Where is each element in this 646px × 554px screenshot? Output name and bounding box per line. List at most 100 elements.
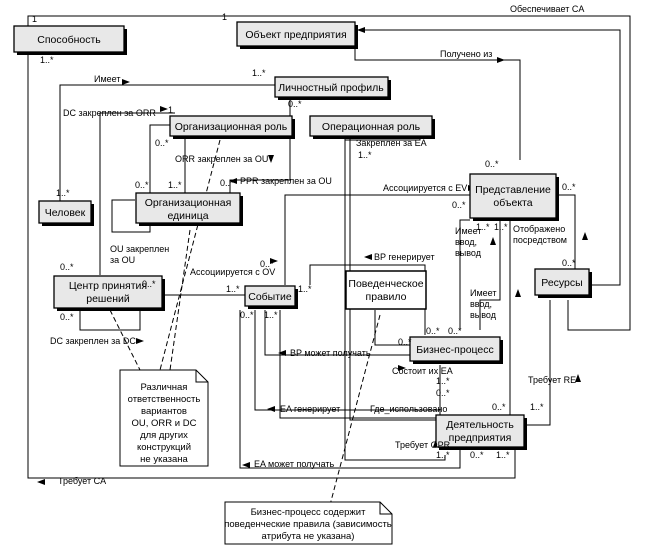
mult-ea-right: 1..* bbox=[530, 402, 544, 412]
label-io-1b: ввод, bbox=[455, 237, 477, 247]
dash-ou bbox=[169, 229, 191, 371]
arrow-ppr bbox=[229, 178, 237, 184]
note-responsibility-line-4: OU, ORR и DC bbox=[132, 418, 197, 429]
line-requires-ca bbox=[27, 50, 516, 479]
line-obtained-from bbox=[354, 45, 521, 160]
note-responsibility-line-5: для других bbox=[140, 430, 188, 441]
object-view-label-2: объекта bbox=[493, 197, 532, 209]
mult-dc-top: 0..* bbox=[60, 262, 74, 272]
arrow-requires-ca bbox=[37, 479, 45, 485]
mult-view-right: 0..* bbox=[562, 182, 576, 192]
mult-orr-top: 1 bbox=[168, 105, 173, 115]
line-ea-receive bbox=[239, 310, 461, 469]
label-provides-ca: Обеспечивает CA bbox=[510, 4, 584, 14]
line-displayed-by bbox=[555, 194, 576, 270]
label-io-1a: Имеет bbox=[455, 226, 482, 236]
behavior-rule-label-2: правило bbox=[366, 291, 407, 303]
mult-dc-right: 0..* bbox=[142, 279, 156, 289]
entity-decision-center[interactable]: Центр принятия решений bbox=[53, 275, 165, 311]
decision-center-label-1: Центр принятия bbox=[69, 280, 147, 292]
label-requires-ca: Требует CA bbox=[58, 476, 106, 486]
line-assigned-ea bbox=[349, 135, 440, 421]
line-io-bp-2 bbox=[479, 220, 501, 330]
business-process-label: Бизнес-процесс bbox=[416, 344, 494, 356]
label-orr-ou: ORR закреплен за OU bbox=[175, 154, 268, 164]
note-responsibility-line-3: вариантов bbox=[141, 406, 187, 417]
label-ou-ou-2: за OU bbox=[110, 255, 135, 265]
entity-event[interactable]: Событие bbox=[244, 285, 298, 309]
arrow-bp-generates bbox=[364, 254, 372, 260]
mult-ea-top: 0..* bbox=[436, 388, 450, 398]
line-provides-ca bbox=[27, 15, 631, 331]
entity-operational-role[interactable]: Операционная роль bbox=[309, 115, 435, 139]
arrow-io-1 bbox=[490, 237, 496, 245]
dash-rule bbox=[329, 314, 381, 506]
arrow-io-2 bbox=[515, 289, 521, 297]
personal-profile-label: Личностный профиль bbox=[278, 82, 384, 94]
behavior-rule-label-1: Поведенческое bbox=[348, 278, 423, 290]
mult-view-bottom-a: 1..* bbox=[476, 222, 490, 232]
mult-event-bottom-b: 1..* bbox=[264, 310, 278, 320]
org-unit-label-1: Организационная bbox=[145, 197, 232, 209]
line-rule-bp bbox=[374, 310, 410, 346]
mult-bp-bottom: 1..* bbox=[436, 376, 450, 386]
line-ea-generates bbox=[254, 310, 440, 411]
entity-organizational-role[interactable]: Организационная роль bbox=[169, 115, 295, 139]
mult-event-top: 0..* bbox=[260, 259, 274, 269]
mult-profile-left: 1..* bbox=[252, 68, 266, 78]
event-label: Событие bbox=[248, 291, 292, 303]
mult-event-right: 1..* bbox=[298, 284, 312, 294]
entity-enterprise-activity[interactable]: Деятельность предприятия bbox=[435, 414, 527, 450]
note-business-process: Бизнес-процесс содержит поведенческие пр… bbox=[224, 501, 393, 545]
label-assoc-ev: Ассоциируется с EV bbox=[383, 183, 467, 193]
mult-event-bottom-a: 0..* bbox=[240, 310, 254, 320]
entity-resources[interactable]: Ресурсы bbox=[534, 268, 592, 298]
mult-dc-bottom: 0..* bbox=[60, 312, 74, 322]
entity-object-view[interactable]: Представление объекта bbox=[469, 173, 559, 221]
org-unit-label-2: единица bbox=[167, 210, 208, 222]
arrow-ea-receive bbox=[242, 462, 250, 468]
entity-behavior-rule[interactable]: Поведенческое правило bbox=[345, 270, 427, 310]
decision-center-label-2: решений bbox=[86, 293, 130, 305]
arrow-bp-receive bbox=[278, 350, 286, 356]
label-ou-ou-1: OU закреплен bbox=[110, 244, 169, 254]
operational-role-label: Операционная роль bbox=[322, 121, 421, 133]
enterprise-activity-label-1: Деятельность bbox=[446, 419, 514, 431]
arrow-orr-ou bbox=[268, 155, 274, 163]
label-displayed-1: Отображено bbox=[513, 224, 565, 234]
arrow-requires-re bbox=[575, 374, 581, 382]
mult-ou-top: 1..* bbox=[168, 180, 182, 190]
label-ea-generates: EA генерирует bbox=[280, 404, 340, 414]
note-anchors bbox=[109, 139, 381, 506]
entity-person[interactable]: Человек bbox=[38, 200, 94, 226]
enterprise-activity-label-2: предприятия bbox=[449, 432, 512, 444]
note-responsibility-line-1: Различная bbox=[141, 382, 188, 393]
entity-enterprise-object[interactable]: Объект предприятия bbox=[236, 21, 358, 49]
arrow-obtained bbox=[497, 57, 505, 63]
mult-person: 1..* bbox=[56, 188, 70, 198]
mult-event-left: 1..* bbox=[226, 284, 240, 294]
entity-business-process[interactable]: Бизнес-процесс bbox=[409, 336, 503, 364]
label-ppr-ou: PPR закреплен за OU bbox=[240, 176, 332, 186]
arrow-consists bbox=[398, 365, 406, 371]
label-where-used: Где_использовано bbox=[370, 404, 447, 414]
entity-personal-profile[interactable]: Личностный профиль bbox=[274, 76, 391, 100]
organizational-role-label: Организационная роль bbox=[175, 121, 288, 133]
capability-label: Способность bbox=[37, 34, 101, 46]
note-bp-line-2: поведенческие правила (зависимость bbox=[224, 519, 392, 530]
line-requires-opr bbox=[344, 135, 446, 461]
label-displayed-2: посредством bbox=[513, 235, 567, 245]
mult-ea-bottom-b: 0..* bbox=[470, 450, 484, 460]
entity-capability[interactable]: Способность bbox=[13, 25, 127, 55]
mult-ea-bottom-a: 1..* bbox=[436, 450, 450, 460]
dash-dc bbox=[109, 309, 141, 371]
note-responsibility-line-2: ответственность bbox=[128, 394, 201, 405]
line-ou-self bbox=[111, 199, 151, 233]
arrow-displayed bbox=[582, 232, 588, 240]
line-assoc-ev bbox=[284, 194, 470, 285]
entity-org-unit[interactable]: Организационная единица bbox=[135, 192, 243, 226]
label-io-2a: Имеет bbox=[470, 288, 497, 298]
person-label: Человек bbox=[45, 207, 86, 219]
label-io-1c: вывод bbox=[455, 248, 482, 258]
